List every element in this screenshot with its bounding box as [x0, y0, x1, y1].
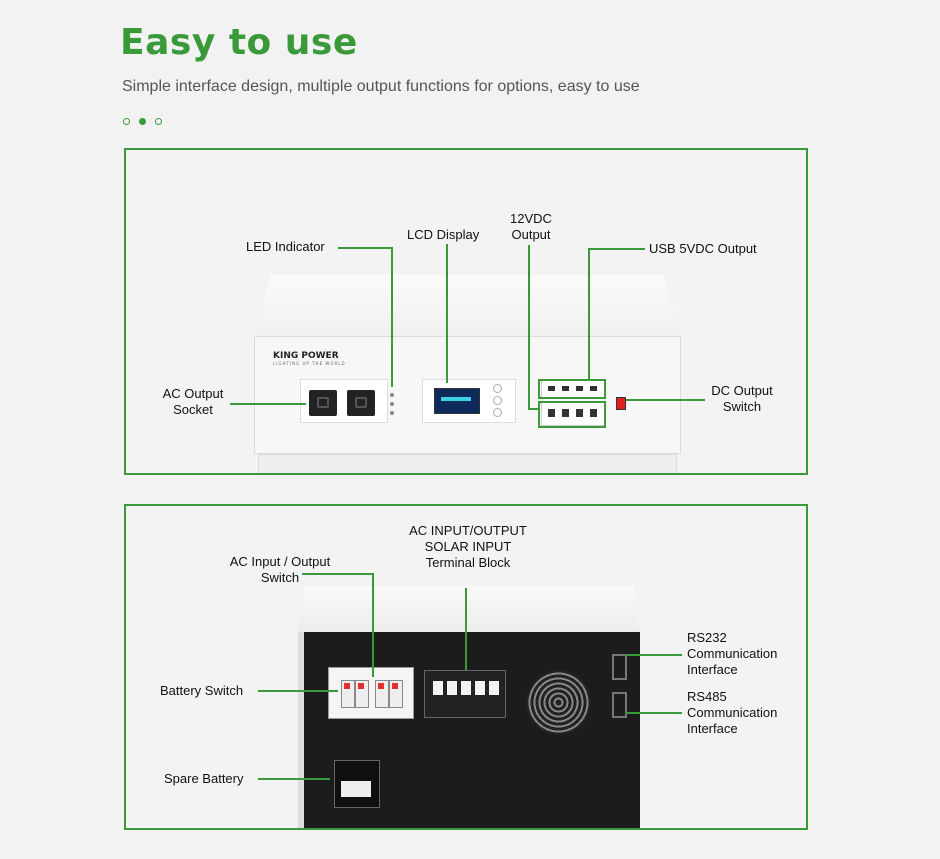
- ac-output-switch[interactable]: [389, 680, 403, 708]
- lcd-button-3[interactable]: [493, 408, 502, 417]
- device-side: [298, 632, 304, 828]
- battery-switch[interactable]: [341, 680, 355, 708]
- spare-battery-connector[interactable]: [341, 781, 371, 797]
- brand-logo: KING POWER LIGHTING UP THE WORLD: [273, 351, 346, 366]
- leader-line: [528, 245, 530, 410]
- dc12-output-plate: [541, 402, 605, 426]
- leader-line: [302, 573, 374, 575]
- label-terminal-block: AC INPUT/OUTPUT SOLAR INPUT Terminal Blo…: [409, 523, 527, 570]
- ac-socket-1[interactable]: [309, 390, 337, 416]
- carousel-dot-1[interactable]: [123, 118, 130, 125]
- leader-line: [230, 403, 306, 405]
- label-rs232: RS232 Communication Interface: [687, 630, 778, 677]
- label-ac-input-output-switch: AC Input / Output Switch: [229, 554, 331, 585]
- front-panel-diagram: KING POWER LIGHTING UP THE WORLD: [124, 148, 808, 475]
- terminal-slot: [475, 681, 485, 695]
- device-top-cover: [254, 275, 681, 339]
- led-indicator-1: [390, 393, 394, 397]
- spare-battery-port: [334, 760, 380, 808]
- ac-socket-2[interactable]: [347, 390, 375, 416]
- led-indicator-3: [390, 411, 394, 415]
- device-top-cover: [298, 586, 640, 632]
- leader-line: [258, 778, 330, 780]
- label-battery-switch: Battery Switch: [160, 683, 244, 698]
- dc-port-3[interactable]: [576, 409, 583, 417]
- device-front-face: KING POWER LIGHTING UP THE WORLD: [254, 336, 681, 454]
- dc-port-2[interactable]: [562, 409, 569, 417]
- rs232-port[interactable]: [612, 654, 627, 680]
- leader-line: [372, 573, 374, 677]
- leader-line: [258, 690, 338, 692]
- terminal-slot: [433, 681, 443, 695]
- dc-port-1[interactable]: [548, 409, 555, 417]
- cooling-fan-grille: [526, 670, 591, 735]
- lcd-button-2[interactable]: [493, 396, 502, 405]
- usb-port-2[interactable]: [562, 386, 569, 391]
- led-indicator-2: [390, 402, 394, 406]
- dc-port-4[interactable]: [590, 409, 597, 417]
- ac-input-switch[interactable]: [375, 680, 389, 708]
- leader-line: [338, 247, 393, 249]
- leader-line: [465, 588, 467, 670]
- terminal-slot: [461, 681, 471, 695]
- label-rs485: RS485 Communication Interface: [687, 689, 778, 736]
- leader-line: [446, 244, 448, 383]
- label-lcd-display: LCD Display: [407, 227, 480, 242]
- label-led-indicator: LED Indicator: [246, 239, 325, 254]
- carousel-dot-3[interactable]: [155, 118, 162, 125]
- terminal-slot: [447, 681, 457, 695]
- rs485-port[interactable]: [612, 692, 627, 718]
- terminal-block: [424, 670, 506, 718]
- usb-port-3[interactable]: [576, 386, 583, 391]
- carousel-dot-2[interactable]: [139, 118, 146, 125]
- usb-port-4[interactable]: [590, 386, 597, 391]
- usb-highlight-box: [538, 379, 606, 399]
- usb-port-1[interactable]: [548, 386, 555, 391]
- terminal-slot: [489, 681, 499, 695]
- back-panel-diagram: AC INPUT/OUTPUT SOLAR INPUT Terminal Blo…: [124, 504, 808, 830]
- battery-switch-pole[interactable]: [355, 680, 369, 708]
- dc12-highlight-box: [538, 401, 606, 428]
- leader-line: [588, 248, 645, 250]
- device-base: [258, 454, 677, 473]
- lcd-button-1[interactable]: [493, 384, 502, 393]
- leader-line: [391, 247, 393, 387]
- device-back-face: [304, 632, 640, 828]
- label-dc-output-switch: DC Output Switch: [711, 383, 773, 414]
- label-dc12-output: 12VDC Output: [510, 211, 552, 242]
- page-title: Easy to use: [120, 22, 358, 63]
- label-ac-output-socket: AC Output Socket: [162, 386, 224, 417]
- leader-line: [528, 408, 540, 410]
- page-subtitle: Simple interface design, multiple output…: [122, 78, 640, 95]
- leader-line: [626, 399, 705, 401]
- dc-output-switch[interactable]: [616, 397, 626, 410]
- leader-line: [626, 654, 682, 656]
- lcd-screen: [434, 388, 480, 414]
- breaker-module: [328, 667, 414, 719]
- label-usb-output: USB 5VDC Output: [649, 241, 757, 256]
- label-spare-battery: Spare Battery: [164, 771, 244, 786]
- leader-line: [588, 248, 590, 381]
- leader-line: [626, 712, 682, 714]
- ac-output-socket-plate: [300, 379, 388, 423]
- carousel-dots: [123, 118, 162, 125]
- lcd-panel: [422, 379, 516, 423]
